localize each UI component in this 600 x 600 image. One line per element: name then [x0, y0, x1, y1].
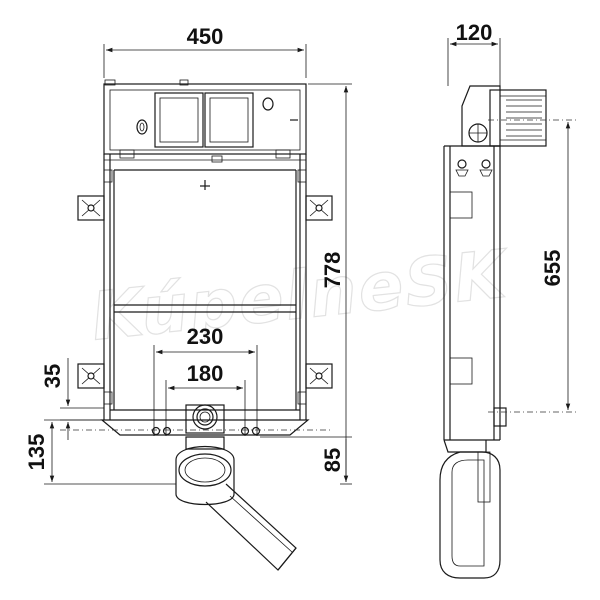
drain-elbow [175, 436, 297, 571]
dim-drain-height: 135 [24, 434, 49, 471]
dim-drain-spacing-inner: 180 [187, 361, 224, 386]
side-flush-box [489, 89, 547, 147]
side-cistern [461, 85, 501, 147]
side-view [439, 85, 547, 579]
dim-foot-offset: 35 [40, 364, 65, 388]
side-dimensions: 120 655 [447, 20, 578, 413]
bracket-left-top [77, 195, 105, 221]
dim-width-total: 450 [187, 24, 224, 49]
dim-floor-offset: 85 [320, 448, 345, 472]
side-drain-elbow [439, 451, 501, 579]
dim-height-total: 778 [320, 252, 345, 289]
side-flush-slots [506, 99, 542, 137]
dim-depth: 120 [456, 20, 493, 45]
front-dimensions: 450 778 85 230 180 35 135 [24, 24, 352, 485]
flush-panel-right [204, 92, 254, 148]
bracket-right-top [305, 195, 333, 221]
dim-drain-spacing-outer: 230 [187, 324, 224, 349]
bracket-left-bottom [77, 363, 105, 389]
side-knobs [455, 159, 493, 177]
bracket-right-bottom [305, 363, 333, 389]
cistern-body [103, 83, 307, 155]
front-view [77, 79, 333, 571]
flush-panel-left [154, 92, 204, 148]
dim-flush-height: 655 [540, 250, 565, 287]
